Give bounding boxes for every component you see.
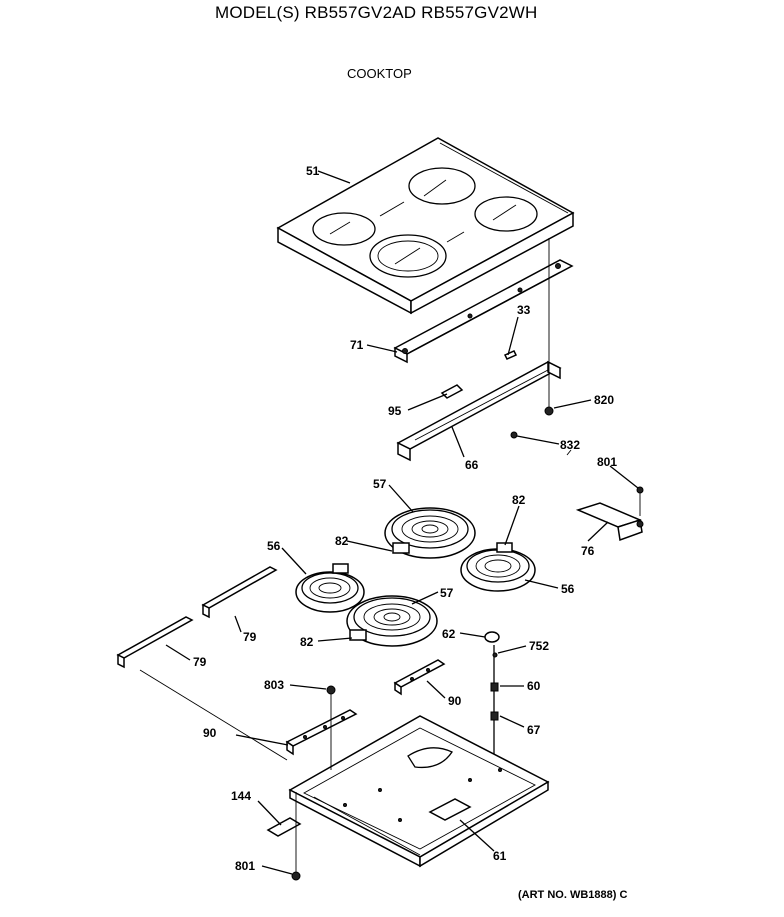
burner-box bbox=[288, 715, 550, 868]
bracket-76 bbox=[575, 486, 644, 542]
callout-82-front: 82 bbox=[300, 635, 314, 649]
callout-82-rear: 82 bbox=[512, 493, 526, 507]
clip-832 bbox=[510, 431, 518, 439]
leader-dash-trim bbox=[139, 669, 288, 761]
callout-61: 61 bbox=[493, 849, 507, 863]
callout-79-lower: 79 bbox=[193, 655, 207, 669]
wire-connector-62 bbox=[484, 631, 500, 643]
callout-752: 752 bbox=[529, 639, 549, 653]
section-title: COOKTOP bbox=[347, 66, 412, 81]
callout-90-upper: 90 bbox=[448, 694, 462, 708]
surface-unit-large-rear bbox=[384, 507, 476, 559]
art-number: (ART NO. WB1888) C bbox=[518, 889, 628, 901]
terminal-752 bbox=[492, 652, 498, 658]
callout-801-upper: 801 bbox=[597, 455, 617, 469]
callout-801-lower: 801 bbox=[235, 859, 255, 873]
callout-33: 33 bbox=[517, 303, 531, 317]
callout-67: 67 bbox=[527, 723, 541, 737]
side-trim-lower bbox=[116, 616, 194, 669]
callout-144: 144 bbox=[231, 789, 251, 803]
callout-82-left: 82 bbox=[335, 534, 349, 548]
terminal-60 bbox=[490, 682, 499, 692]
callout-832: 832 bbox=[560, 438, 580, 452]
screw-820 bbox=[544, 406, 554, 416]
receptacle-bracket-upper bbox=[393, 659, 446, 696]
callout-57-front: 57 bbox=[440, 586, 454, 600]
callout-803: 803 bbox=[264, 678, 284, 692]
front-bracket bbox=[396, 350, 562, 462]
callout-57-rear: 57 bbox=[373, 477, 387, 491]
callout-62: 62 bbox=[442, 627, 456, 641]
cooktop-glass-top bbox=[276, 137, 575, 315]
callout-76: 76 bbox=[581, 544, 595, 558]
dash-mark bbox=[566, 449, 572, 456]
surface-unit-small-left bbox=[295, 563, 365, 613]
screw-801-lower bbox=[291, 871, 301, 881]
callout-95: 95 bbox=[388, 404, 402, 418]
callout-66: 66 bbox=[465, 458, 479, 472]
side-trim-upper bbox=[201, 566, 278, 619]
callout-56-left: 56 bbox=[267, 539, 281, 553]
callout-79-upper: 79 bbox=[243, 630, 257, 644]
surface-unit-large-front bbox=[346, 595, 438, 647]
callout-820: 820 bbox=[594, 393, 614, 407]
bracket-144 bbox=[266, 817, 302, 837]
callout-90-lower: 90 bbox=[203, 726, 217, 740]
rear-trim-strip bbox=[393, 259, 574, 364]
screw-803 bbox=[326, 685, 336, 695]
callout-71: 71 bbox=[350, 338, 364, 352]
callout-60: 60 bbox=[527, 679, 541, 693]
callout-56-right: 56 bbox=[561, 582, 575, 596]
callout-51: 51 bbox=[306, 164, 320, 178]
page-title: MODEL(S) RB557GV2AD RB557GV2WH bbox=[215, 3, 538, 22]
receptacle-bracket-lower bbox=[285, 709, 358, 756]
terminal-67 bbox=[490, 711, 499, 721]
callout-leaders bbox=[165, 170, 639, 875]
surface-unit-small-right bbox=[460, 542, 536, 592]
